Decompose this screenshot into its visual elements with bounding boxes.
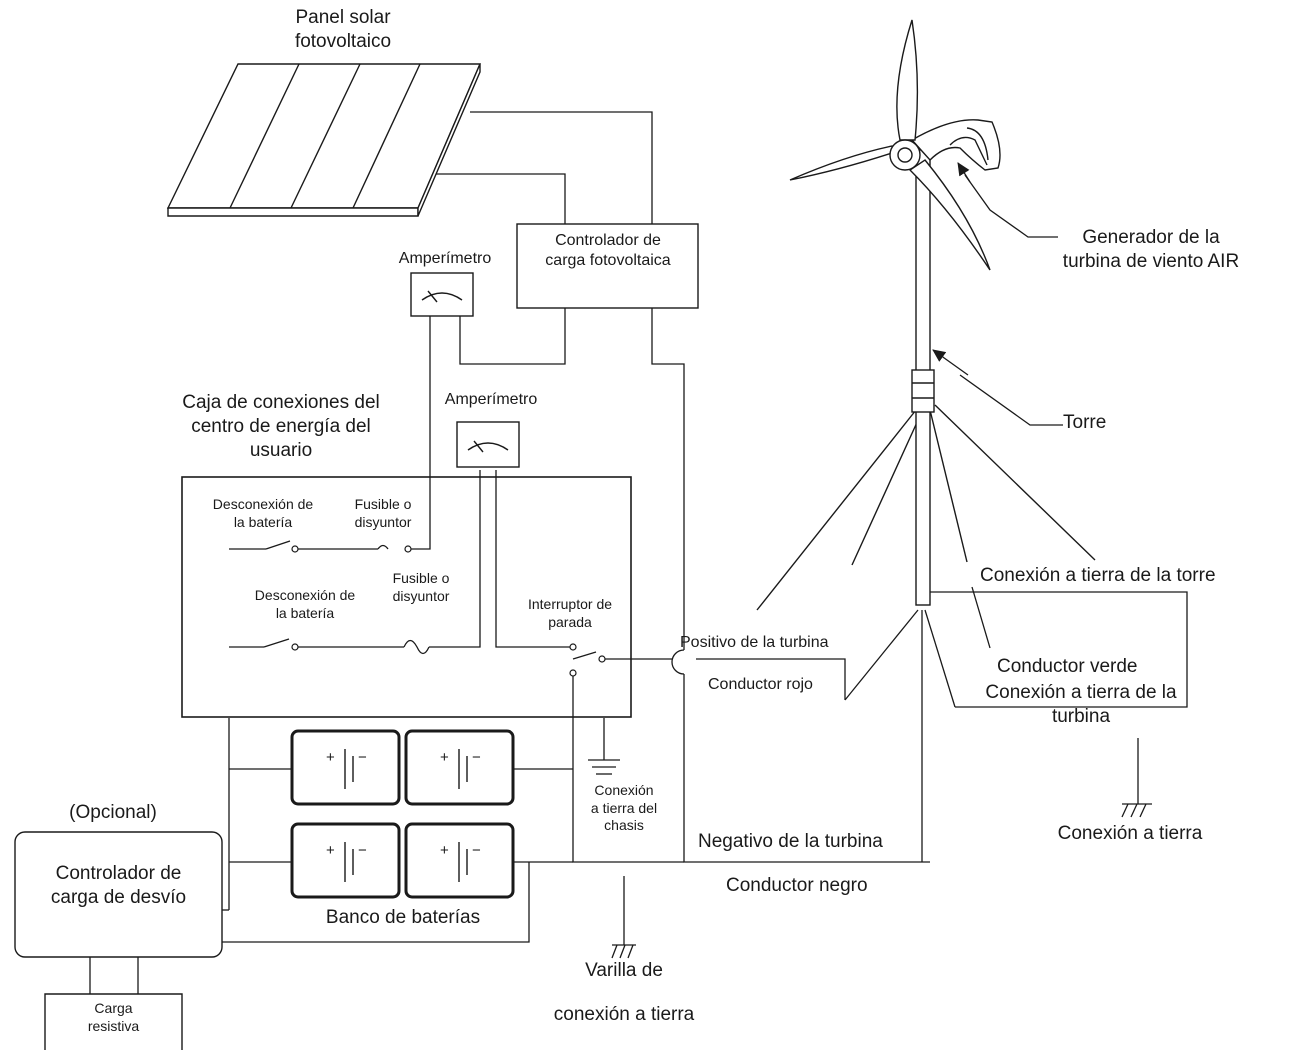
tower-ground-label: Conexión a tierra de la torre (980, 565, 1216, 586)
battery-3 (290, 822, 401, 899)
battery-disconnect-2-label: Desconexión de la batería (254, 587, 356, 621)
diversion-charge-controller (14, 831, 223, 958)
svg-text:+: + (326, 842, 335, 859)
ammeter-top-icon (410, 272, 474, 317)
tower-coupling (911, 369, 935, 413)
ammeter-mid-icon (456, 421, 520, 468)
svg-text:−: − (472, 842, 481, 859)
battery-bank (290, 729, 515, 899)
junction-box-label: Caja de conexiones del centro de energía… (182, 392, 380, 461)
fuse-1-label: Fusible o disyuntor (354, 496, 412, 530)
ammeter-top-label: Amperímetro (398, 250, 492, 267)
tower-guy-wires (756, 404, 1096, 611)
green-conductor-label: Conductor verde (997, 656, 1138, 677)
wind-turbine-icon (756, 19, 1096, 611)
generator-label: Generador de la turbina de viento AIR (1062, 227, 1240, 272)
resistive-load-label: Carga resistiva (87, 1000, 140, 1034)
red-conductor-label: Conductor rojo (708, 676, 813, 693)
switch-contacts (291, 545, 606, 677)
turbine-blades (789, 19, 991, 271)
battery-bank-label: Banco de baterías (325, 907, 481, 928)
battery-4 (404, 822, 515, 899)
wires (89, 111, 1188, 994)
diversion-controller-label: Controlador de carga de desvío (50, 863, 187, 908)
turbine-negative-label: Negativo de la turbina (698, 831, 883, 852)
svg-text:−: − (358, 842, 367, 859)
pv-charge-controller (516, 223, 699, 309)
tower-label: Torre (1063, 412, 1107, 433)
battery-disconnect-1-label: Desconexión de la batería (212, 496, 314, 530)
earth-ground-label: Conexión a tierra (1057, 823, 1203, 844)
battery-polarity-labels: + − + − + − + − (326, 749, 481, 859)
optional-label: (Opcional) (69, 802, 157, 823)
turbine-ground-label: Conexión a tierra de la turbina (985, 682, 1177, 727)
junction-box (181, 476, 632, 718)
svg-text:+: + (440, 749, 449, 766)
black-conductor-label: Conductor negro (726, 875, 868, 896)
turbine-generator (910, 119, 1001, 171)
ammeter-mid-label: Amperímetro (444, 391, 538, 408)
resistive-load (44, 993, 183, 1050)
svg-text:−: − (358, 749, 367, 766)
solar-panel-label: Panel solar fotovoltaico (294, 7, 392, 52)
chassis-ground-label: Conexión a tierra del chasis (590, 782, 658, 833)
battery-1 (290, 729, 401, 806)
ground-rod-label-2: conexión a tierra (553, 1004, 695, 1025)
pv-controller-label: Controlador de carga fotovoltaica (545, 232, 671, 269)
stop-switch-label: Interruptor de parada (527, 596, 613, 630)
solar-panel-icon (166, 63, 482, 217)
svg-text:+: + (440, 842, 449, 859)
turbine-positive-label: Positivo de la turbina (680, 634, 829, 651)
svg-text:+: + (326, 749, 335, 766)
ground-rod-label-1: Varilla de (585, 960, 663, 981)
battery-2 (404, 729, 515, 806)
fuse-2-label: Fusible o disyuntor (392, 570, 450, 604)
svg-text:−: − (472, 749, 481, 766)
